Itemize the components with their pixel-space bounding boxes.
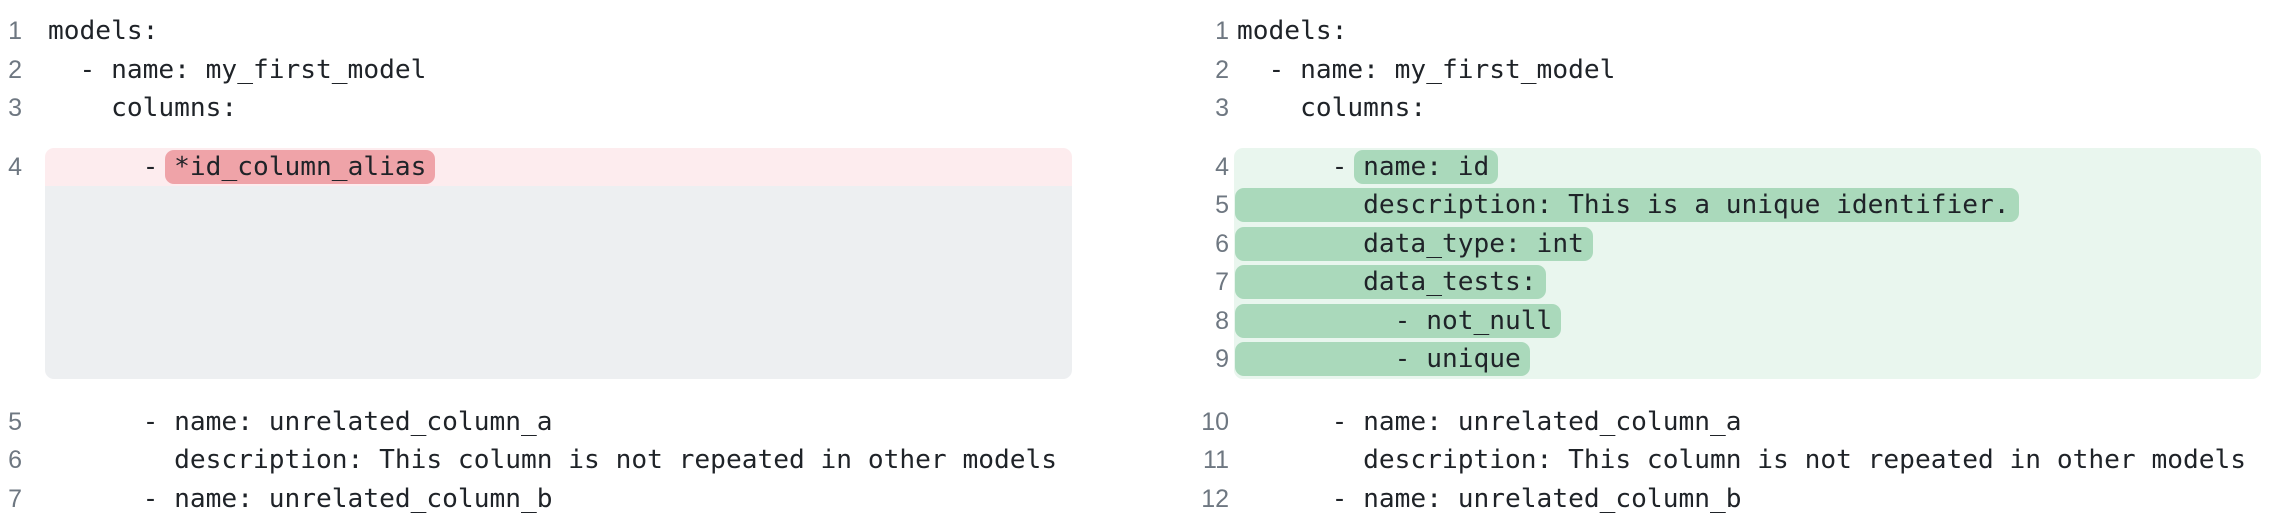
line-number: 7 [8, 484, 22, 513]
removed-line: - *id_column_alias [45, 147, 1072, 186]
code-line: - name: unrelated_column_b [1237, 483, 1742, 514]
removed-token-highlight: *id_column_alias [165, 149, 436, 184]
code-line: models: [48, 16, 159, 46]
changed-block-gutter: 4 [2, 148, 22, 379]
removed-block: - *id_column_alias [45, 147, 1072, 379]
line-number: 2 [8, 55, 22, 84]
code-line: - name: unrelated_column_b [48, 483, 553, 514]
added-line: description: This is a unique identifier… [1234, 186, 2261, 225]
line-number-gutter: 1 2 3 4 5 6 7 8 9 10 11 12 [1159, 12, 1237, 518]
line-number: 2 [1215, 55, 1229, 84]
line-number: 6 [8, 446, 22, 474]
line-number: 7 [1215, 268, 1229, 296]
code-line: description: This column is not repeated… [48, 445, 1058, 475]
line-number: 12 [1201, 484, 1229, 513]
code-text: - [48, 151, 175, 182]
code-line: description: This column is not repeated… [1237, 445, 2247, 475]
line-number: 10 [1201, 407, 1229, 436]
added-token-highlight: - unique [1235, 342, 1530, 376]
diff-panel-after: 1 2 3 4 5 6 7 8 9 10 11 12 models: - nam… [1159, 12, 2261, 518]
added-token-highlight: name: id [1354, 149, 1499, 184]
line-number: 6 [1215, 229, 1229, 258]
line-number: 1 [1215, 17, 1229, 45]
added-line: - unique [1234, 340, 2261, 379]
code-line: - name: my_first_model [1237, 54, 1616, 85]
added-line: - name: id [1234, 148, 2261, 187]
added-token-highlight: - not_null [1235, 303, 1562, 338]
code-column: models: - name: my_first_model columns: … [1234, 12, 2261, 518]
added-block: - name: id description: This is a unique… [1234, 147, 2261, 379]
added-token-highlight: data_tests: [1235, 265, 1546, 299]
added-line: - not_null [1234, 302, 2261, 341]
line-number-gutter: 1 2 3 4 5 6 7 [0, 12, 48, 518]
added-line: data_type: int [1234, 225, 2261, 264]
line-number: 5 [1215, 191, 1229, 219]
code-line: columns: [48, 93, 238, 123]
line-number: 9 [1215, 345, 1229, 373]
line-number: 3 [8, 94, 22, 122]
code-line: models: [1237, 16, 1348, 46]
code-line: - name: unrelated_column_a [48, 406, 553, 437]
diff-panel-before: 1 2 3 4 5 6 7 models: - name: my_first_m… [0, 12, 1072, 518]
added-line: data_tests: [1234, 263, 2261, 302]
line-number: 5 [8, 407, 22, 436]
added-token-highlight: data_type: int [1235, 226, 1593, 261]
gutter-spacer [2, 186, 22, 379]
line-number: 3 [1215, 94, 1229, 122]
code-line: - name: my_first_model [48, 54, 427, 85]
added-token-highlight: description: This is a unique identifier… [1235, 188, 2019, 222]
code-line: - name: unrelated_column_a [1237, 406, 1742, 437]
line-number: 11 [1203, 446, 1229, 474]
line-number: 4 [8, 152, 22, 181]
line-number: 4 [1215, 152, 1229, 181]
collapsed-lines-placeholder [45, 186, 1072, 379]
code-line: columns: [1237, 93, 1427, 123]
line-number: 8 [1215, 306, 1229, 335]
changed-block-gutter: 4 5 6 7 8 9 [1181, 148, 1229, 379]
code-column: models: - name: my_first_model columns: … [45, 12, 1072, 518]
line-number: 1 [8, 17, 22, 45]
code-text: - [1237, 151, 1364, 182]
